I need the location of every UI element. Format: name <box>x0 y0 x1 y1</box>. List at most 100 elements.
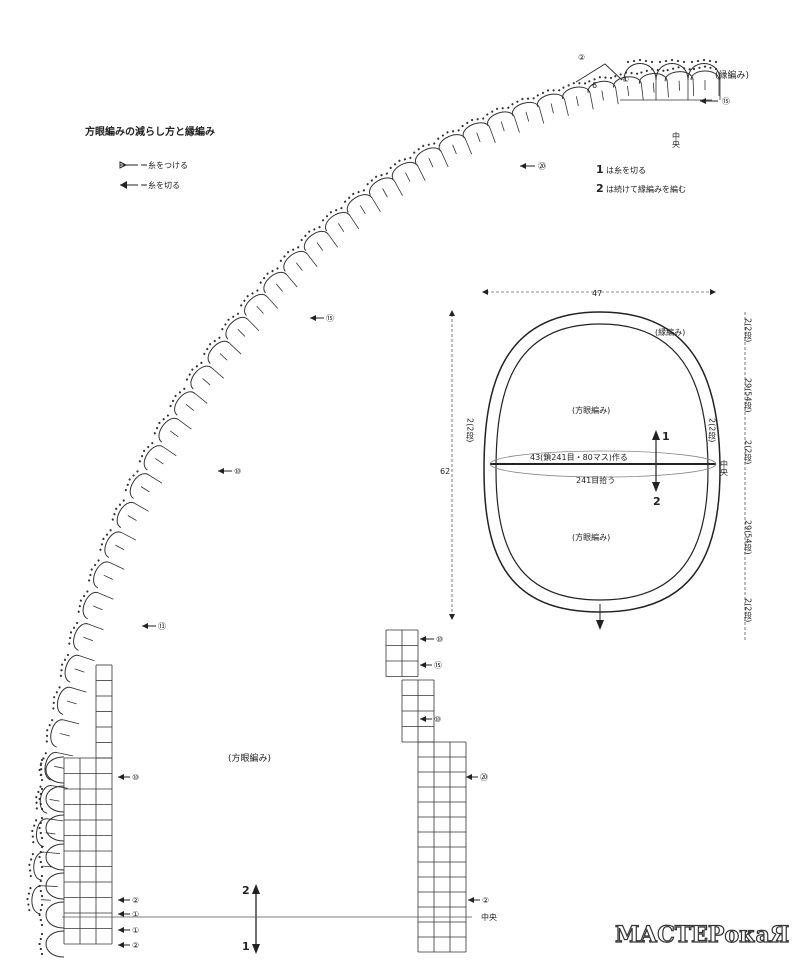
edging-scallop <box>88 559 125 589</box>
edging-dot <box>702 58 706 62</box>
edging-dot <box>39 908 42 912</box>
pickup-stitches-label: 241目拾う <box>576 475 615 485</box>
edging-dot <box>38 855 41 859</box>
svg-text:⑳: ⑳ <box>538 162 546 171</box>
edging-dot <box>40 836 44 840</box>
edging-dot <box>40 758 44 762</box>
oval-lower-mesh-label: (方眼編み) <box>572 532 610 542</box>
svg-text:⑬: ⑬ <box>158 622 166 631</box>
left-row-marker: ② <box>118 896 139 905</box>
edging-dot <box>40 845 44 849</box>
oval-center-label: 中央 <box>720 459 729 477</box>
edging-dot <box>38 913 41 917</box>
edging-scallop <box>587 76 619 105</box>
edging-scallop <box>40 752 73 781</box>
edging-scallop <box>31 818 64 848</box>
edging-scallop <box>153 414 192 443</box>
rows-label-top: 2(2段) <box>744 318 753 342</box>
right-row-marker: ⑳ <box>466 773 488 782</box>
edging-scallop <box>687 63 721 81</box>
edging-scallop <box>59 653 95 683</box>
join-yarn-icon <box>119 161 138 169</box>
direction-up-label: 2 <box>242 884 250 897</box>
svg-text:⑩: ⑩ <box>132 773 139 782</box>
edging-scallop <box>68 621 104 651</box>
right-row-marker: ⑩ <box>420 715 441 724</box>
edging-dot <box>664 59 668 63</box>
oval-upper-mesh-label: (方眼編み) <box>572 405 610 415</box>
oval-left-rows: 2(2段) <box>466 418 475 442</box>
left-mesh-grid <box>63 757 113 945</box>
edging-dot <box>40 816 44 820</box>
edging-dot <box>40 807 44 811</box>
edging-scallop <box>562 82 594 110</box>
note1-text: は糸を切る <box>606 165 646 175</box>
edging-dot <box>38 942 41 946</box>
left-row-marker: ① <box>118 910 139 919</box>
edging-scallop <box>664 66 695 97</box>
svg-text:①: ① <box>132 926 139 935</box>
body-columns <box>38 629 467 958</box>
arc-row-marker: ⑮ <box>700 97 730 106</box>
direction-arrow <box>252 884 260 954</box>
edging-dot <box>39 821 42 825</box>
edging-dot <box>626 60 630 64</box>
bottom-center-label: 中央 <box>481 912 497 922</box>
foundation-chain-label: 43(鎖241目・80マス)作る <box>530 452 628 462</box>
edging-scallop <box>389 156 426 182</box>
edging-dot <box>658 60 662 64</box>
edging-dot <box>676 59 680 63</box>
edging-scallop <box>99 529 137 558</box>
edging-scallop <box>45 756 65 784</box>
edging-dot <box>682 60 686 64</box>
edging-dot <box>708 59 712 63</box>
edging-scallop <box>413 142 449 168</box>
right-mesh-grid <box>417 741 467 953</box>
edging-dot <box>40 778 44 782</box>
arc-row-marker: ⑩ <box>420 635 443 644</box>
oval-edging-label: (縁編み) <box>655 327 685 337</box>
oval-schematic <box>449 289 746 640</box>
cut-yarn-icon <box>120 181 138 189</box>
edging-dot <box>638 58 642 62</box>
right-row-marker: ② <box>468 896 489 905</box>
edging-dot <box>38 826 41 830</box>
edging-scallop <box>169 387 208 416</box>
edging-dot <box>39 802 42 806</box>
left-row-marker: ② <box>118 941 139 950</box>
edging-scallop <box>45 785 65 813</box>
edging-dot <box>714 60 718 64</box>
arc-row-marker: ⑳ <box>520 162 546 171</box>
svg-text:⑩: ⑩ <box>436 635 443 644</box>
edging-scallop <box>437 129 472 155</box>
svg-text:①: ① <box>132 910 139 919</box>
edging-scallop <box>52 686 87 715</box>
edging-scallop <box>45 814 65 842</box>
edging-dot <box>38 797 41 801</box>
edging-dot <box>39 879 42 883</box>
edging-dot <box>40 903 44 907</box>
edging-dot <box>40 874 44 878</box>
edging-dot <box>40 865 44 869</box>
edging-scallop <box>240 289 279 316</box>
svg-text:②: ② <box>132 941 139 950</box>
legend-cut-text: ＝糸を切る <box>140 180 180 190</box>
edging-scallop <box>45 719 80 748</box>
edging-dot <box>40 787 44 791</box>
right-mesh-mid <box>401 679 435 743</box>
edging-dot <box>39 918 42 922</box>
note2-text: は続けて縁編みを編む <box>606 184 686 194</box>
edging-dot <box>40 952 44 956</box>
edging-dot <box>39 831 42 835</box>
watermark-logo: МАСТЕРоκаЯ <box>615 922 789 948</box>
edging-dot <box>39 850 42 854</box>
turning-chain <box>575 63 623 83</box>
small-six-label: 6 <box>592 81 597 90</box>
rows-label-mid: 2(2段) <box>744 440 753 464</box>
right-row-marker: ⑮ <box>420 661 442 670</box>
edging-scallop <box>366 172 403 198</box>
note1-number: 1 <box>596 163 604 176</box>
step-one-marker: ① <box>622 75 629 84</box>
svg-text:⑳: ⑳ <box>480 773 488 782</box>
edging-scallop <box>185 361 225 390</box>
